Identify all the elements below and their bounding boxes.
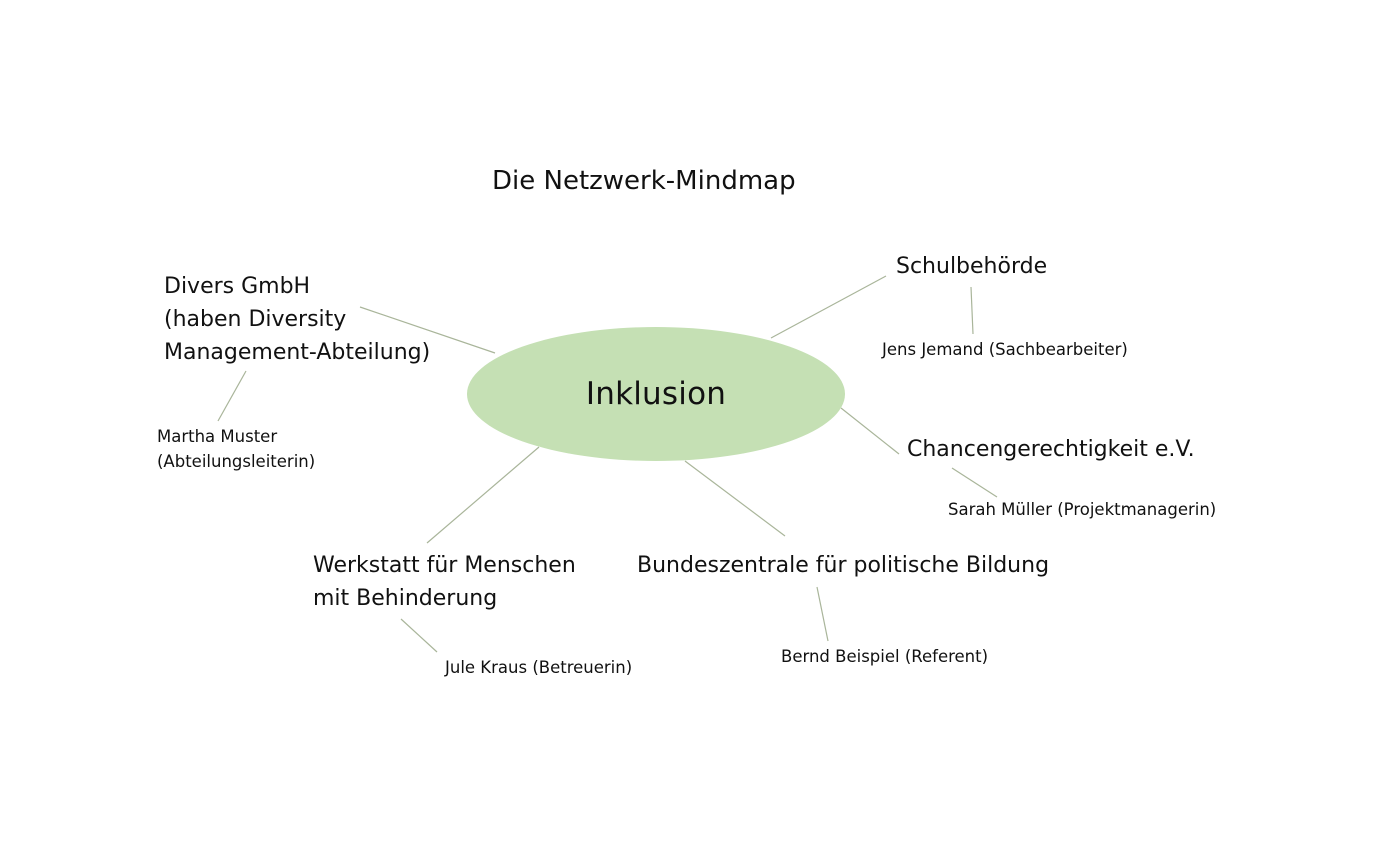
connector-schulbehoerde-person: [970, 286, 974, 335]
node-divers-org: Divers GmbH (haben Diversity Management-…: [164, 270, 430, 369]
connector-werkstatt-person: [400, 618, 438, 653]
connector-center-werkstatt: [426, 446, 540, 544]
node-divers-org-line: Management-Abteilung): [164, 340, 431, 365]
node-divers-person: Martha Muster (Abteilungsleiterin): [157, 424, 315, 474]
node-divers-person-line: (Abteilungsleiterin): [157, 452, 316, 471]
connector-center-schulbehoerde: [770, 275, 887, 339]
connector-bundeszentrale-person: [816, 586, 829, 642]
diagram-title: Die Netzwerk-Mindmap: [492, 166, 796, 196]
connector-divers-person: [217, 370, 247, 422]
node-werkstatt-org-line: mit Behinderung: [313, 586, 498, 611]
connector-chancengerechtigkeit-person: [951, 467, 998, 498]
center-node-label: Inklusion: [585, 376, 727, 412]
node-chancengerechtigkeit-org: Chancengerechtigkeit e.V.: [907, 437, 1195, 462]
node-bundeszentrale-person: Bernd Beispiel (Referent): [781, 647, 989, 666]
connector-center-chancengerechtigkeit: [840, 407, 900, 455]
node-chancengerechtigkeit-person: Sarah Müller (Projektmanagerin): [948, 500, 1217, 519]
node-schulbehoerde-org: Schulbehörde: [896, 254, 1048, 279]
node-werkstatt-person: Jule Kraus (Betreuerin): [445, 658, 633, 677]
node-schulbehoerde-person: Jens Jemand (Sachbearbeiter): [882, 340, 1128, 359]
node-werkstatt-org-line: Werkstatt für Menschen: [313, 553, 576, 578]
connector-center-divers: [359, 306, 496, 354]
node-divers-person-line: Martha Muster: [157, 427, 278, 446]
center-node-inklusion: Inklusion: [467, 327, 845, 461]
connector-center-bundeszentrale: [684, 460, 786, 537]
node-divers-org-line: (haben Diversity: [164, 307, 347, 332]
node-werkstatt-org: Werkstatt für Menschen mit Behinderung: [313, 549, 576, 615]
node-bundeszentrale-org: Bundeszentrale für politische Bildung: [637, 553, 1050, 578]
node-divers-org-line: Divers GmbH: [164, 274, 311, 299]
